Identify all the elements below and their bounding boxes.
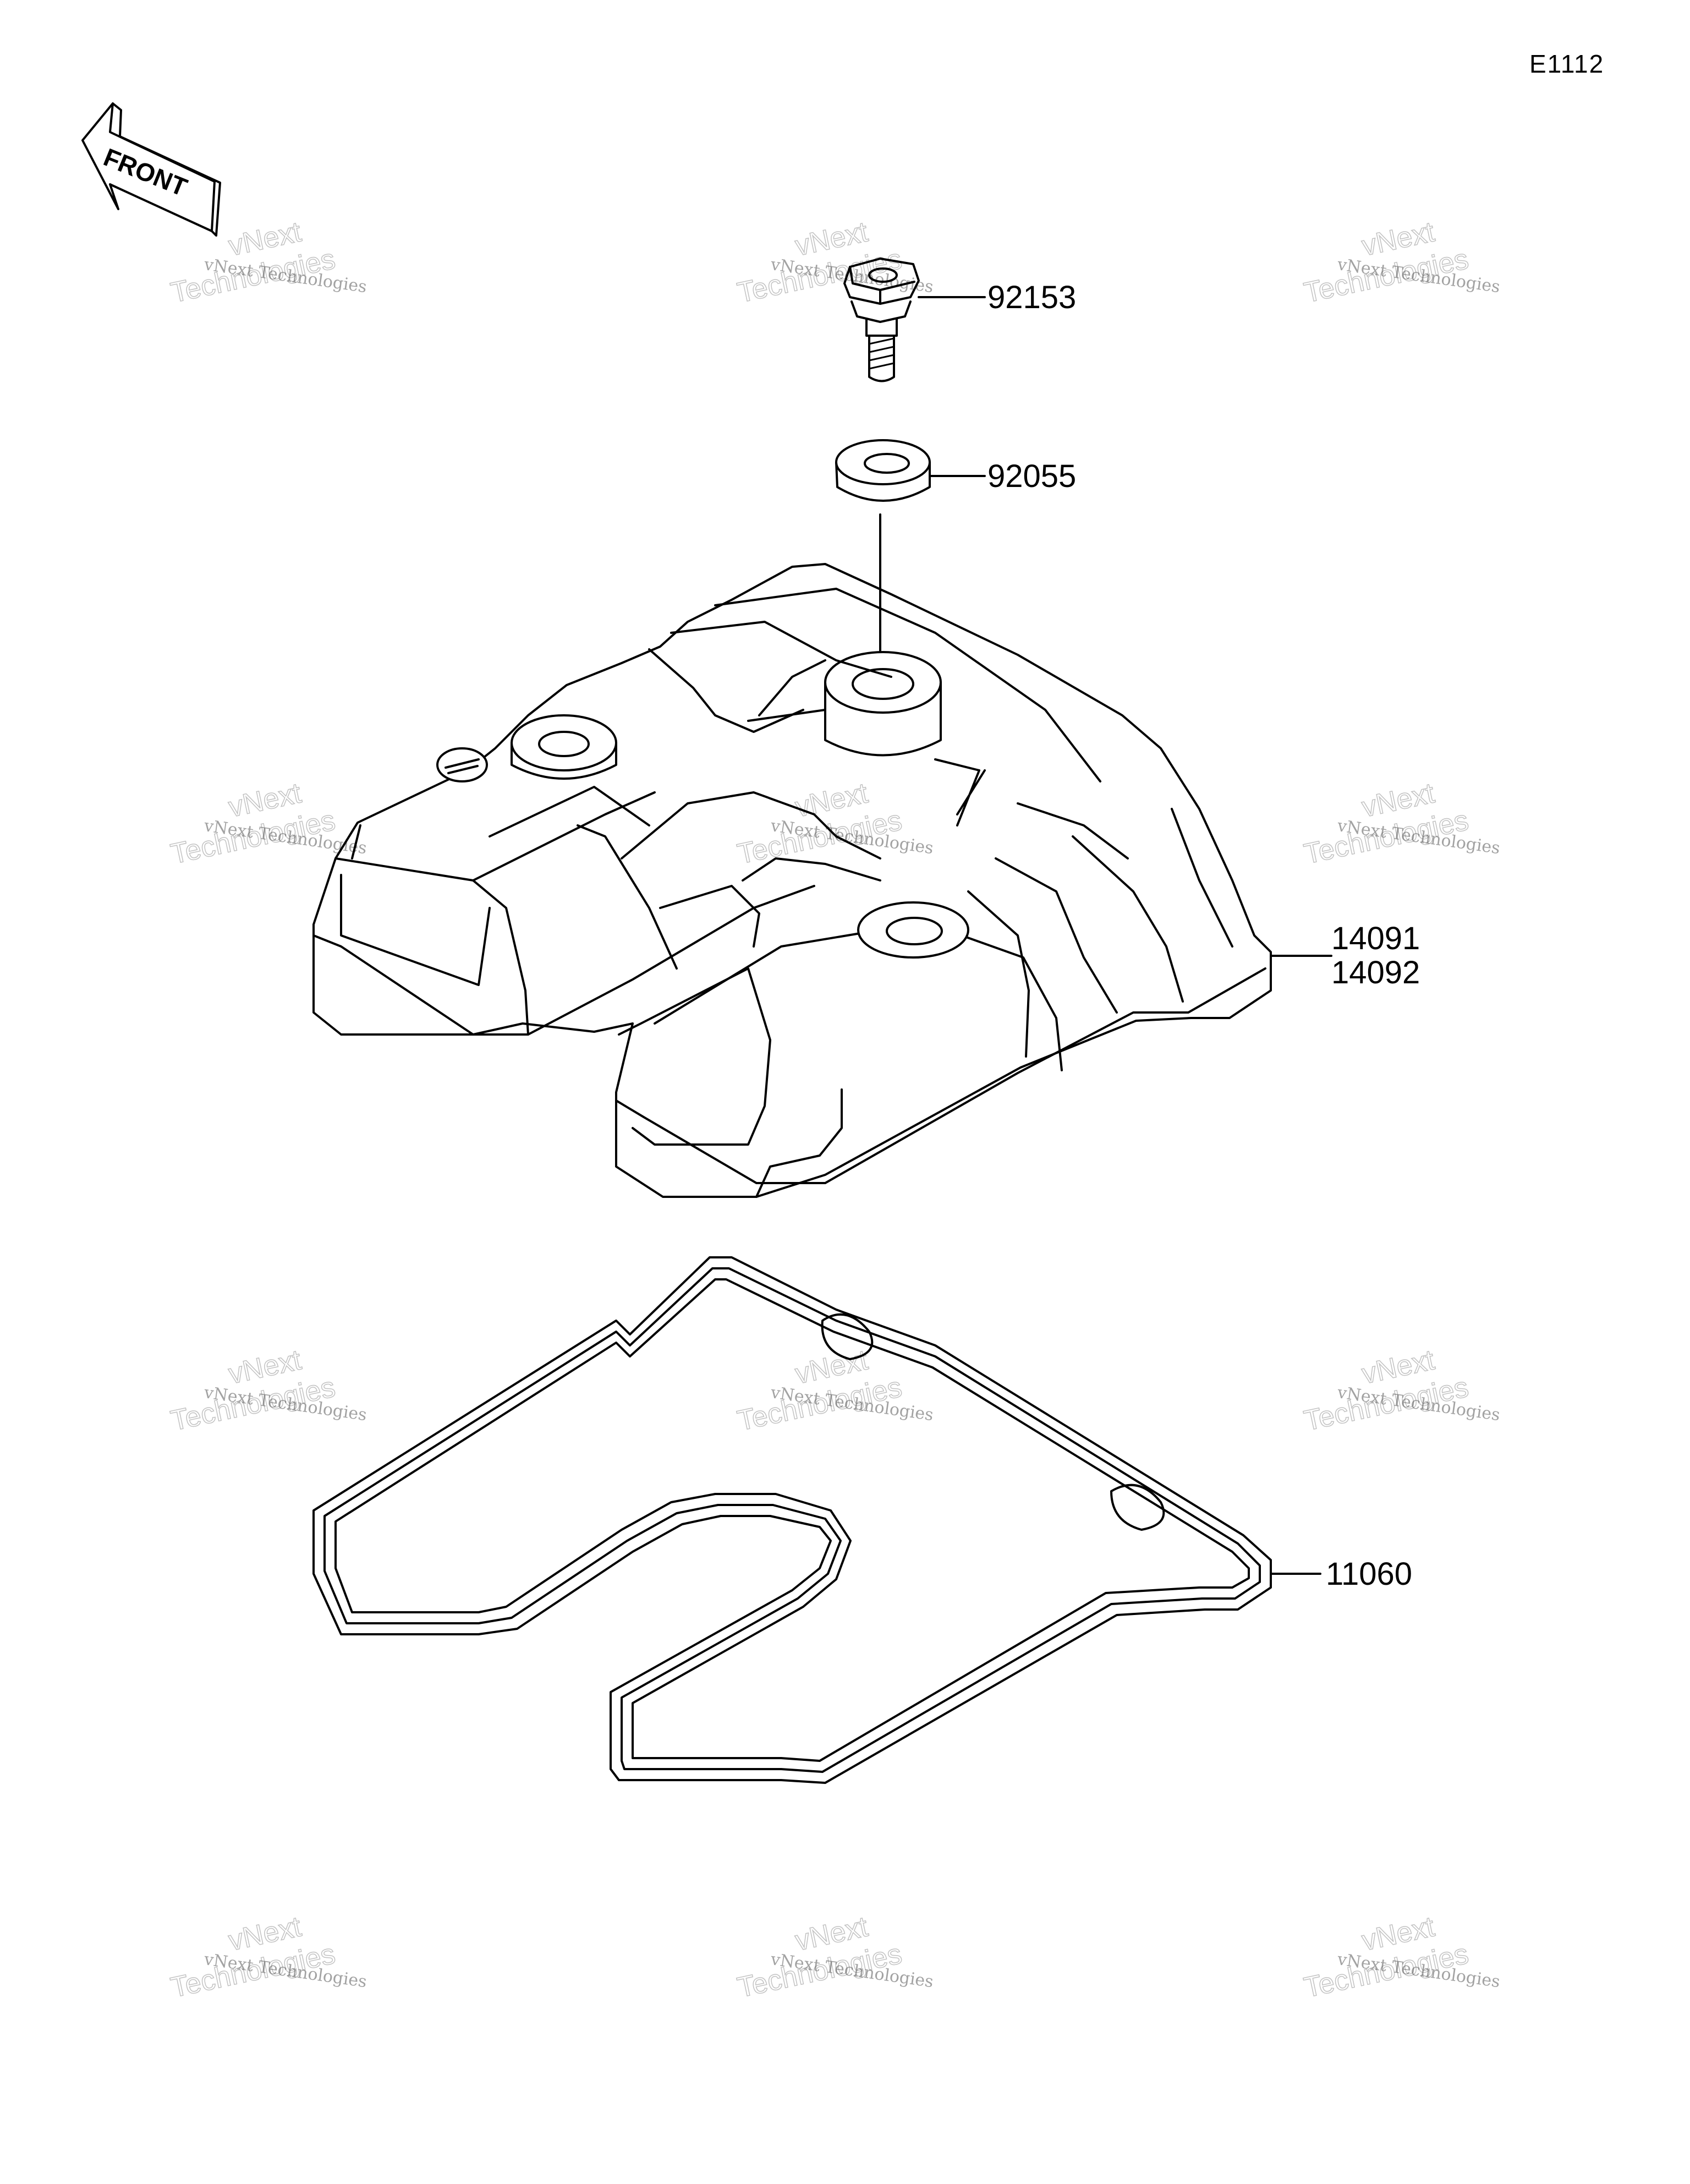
part-label-14092: 14092	[1331, 955, 1420, 990]
bolt-92153	[843, 258, 920, 382]
part-label-92153: 92153	[987, 280, 1076, 315]
gasket-11060	[312, 1256, 1272, 1784]
grommet-92055	[835, 439, 931, 502]
part-label-11060: 11060	[1326, 1556, 1412, 1592]
part-label-14091: 14091	[1331, 921, 1420, 956]
front-arrow-icon: FRONT	[81, 102, 221, 237]
cylinder-head-cover	[312, 563, 1272, 1198]
diagram-id: E1112	[1529, 50, 1604, 78]
part-label-92055: 92055	[987, 458, 1076, 494]
